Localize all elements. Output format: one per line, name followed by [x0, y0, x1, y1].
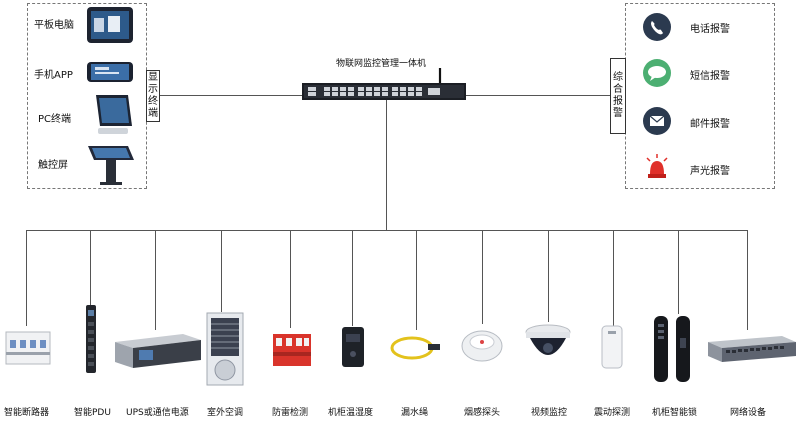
water-leak-rope-icon	[390, 336, 440, 360]
alarm-mail-label: 邮件报警	[690, 119, 730, 130]
hub-title: 物联网监控管理一体机	[336, 59, 427, 69]
pdu-icon	[86, 305, 96, 373]
display-item-phone-label: 手机APP	[34, 70, 73, 81]
display-item-pc-label: PC终端	[38, 114, 72, 125]
drop-line-11	[747, 230, 748, 330]
circuit-breaker-icon	[5, 331, 51, 365]
smoke-detector-icon	[461, 330, 503, 362]
drop-line-6	[416, 230, 417, 330]
drop-line-1	[90, 230, 91, 306]
device-label-4: 防雷检测	[272, 408, 309, 418]
drop-line-9	[613, 230, 614, 326]
alarm-group-label: 综合报警	[613, 72, 623, 119]
dome-camera-icon	[525, 324, 571, 355]
display-group-label: 显示终端	[148, 72, 158, 119]
connector-trunk	[386, 100, 387, 230]
outdoor-ac-icon	[206, 312, 244, 386]
device-label-10: 机柜智能锁	[652, 408, 698, 418]
tablet-icon	[87, 7, 133, 43]
drop-line-10	[678, 230, 679, 314]
device-label-1: 智能PDU	[74, 408, 111, 418]
vibration-detector-icon	[601, 325, 623, 369]
display-item-touch-label: 触控屏	[38, 160, 68, 171]
drop-line-3	[221, 230, 222, 312]
connector-alarm	[466, 95, 610, 96]
device-label-5: 机柜温湿度	[328, 408, 374, 418]
device-label-6: 漏水绳	[401, 408, 429, 418]
alarm-phone-label: 电话报警	[690, 24, 730, 35]
hub-device	[302, 68, 466, 100]
device-label-7: 烟感探头	[464, 408, 501, 418]
temp-humidity-sensor-icon	[342, 327, 364, 367]
display-item-tablet-label: 平板电脑	[34, 20, 74, 31]
device-label-3: 室外空调	[207, 408, 244, 418]
sms-icon	[643, 59, 671, 87]
pc-monitor-icon	[96, 95, 132, 134]
phone-icon-display	[87, 62, 133, 82]
drop-line-8	[548, 230, 549, 322]
device-label-0: 智能断路器	[4, 408, 50, 418]
device-label-9: 震动探测	[594, 408, 631, 418]
ups-icon	[115, 334, 201, 368]
phone-icon	[643, 13, 671, 41]
drop-line-2	[155, 230, 156, 330]
connector-display	[160, 95, 302, 96]
display-group-label-box: 显示终端	[146, 70, 160, 122]
drop-line-7	[482, 230, 483, 324]
drop-line-4	[290, 230, 291, 328]
device-label-8: 视频监控	[531, 408, 568, 418]
mail-icon	[643, 107, 671, 135]
touch-kiosk-icon	[88, 146, 134, 185]
alarm-group-label-box: 综合报警	[610, 58, 626, 134]
surge-protector-icon	[273, 334, 311, 366]
alarm-siren-label: 声光报警	[690, 166, 730, 177]
smart-lock-icon	[654, 316, 690, 382]
siren-icon	[646, 154, 668, 178]
drop-line-5	[352, 230, 353, 326]
device-label-11: 网络设备	[730, 408, 767, 418]
alarm-sms-label: 短信报警	[690, 71, 730, 82]
device-label-2: UPS或通信电源	[126, 408, 189, 418]
drop-line-0	[26, 230, 27, 326]
connector-bus	[26, 230, 747, 231]
network-switch-icon	[708, 336, 796, 362]
